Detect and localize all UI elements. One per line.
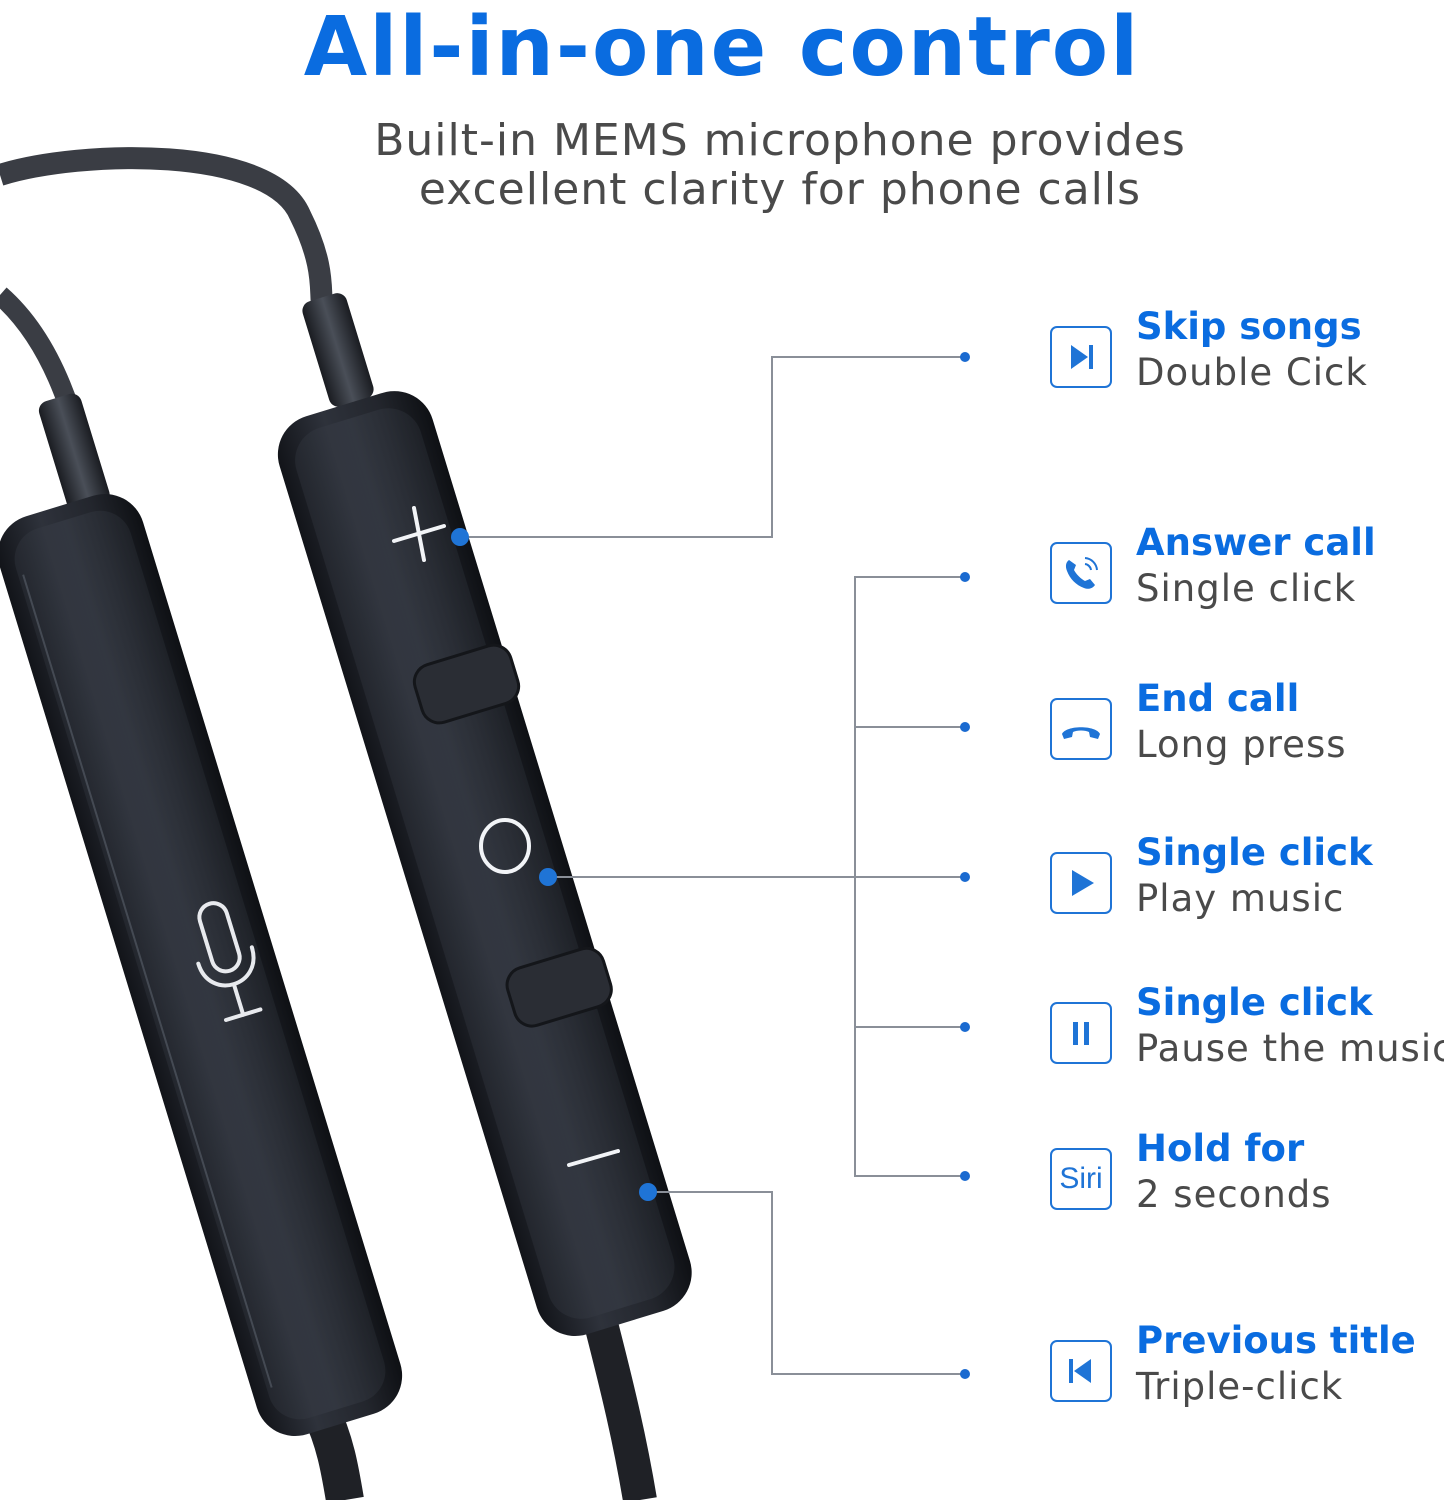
strain-relief-left [38, 393, 110, 512]
volume-up-button [392, 506, 446, 562]
feature-title: Previous title [1136, 1319, 1416, 1362]
button-divider-lower [505, 946, 613, 1028]
skip-forward-icon [1071, 345, 1093, 369]
feature-title: Single click [1136, 831, 1373, 874]
feature-title: Answer call [1136, 521, 1376, 564]
end-dot-5 [960, 1022, 970, 1032]
end-dot-2 [960, 572, 970, 582]
end-dot-4 [960, 872, 970, 882]
subtitle-line-1: Built-in MEMS microphone provides [374, 115, 1186, 166]
phone-call-icon [1065, 557, 1098, 589]
feature-play-music: Single click Play music [1050, 831, 1444, 952]
feature-desc: Play music [1136, 877, 1345, 920]
feature-pause-music: Single click Pause the music [1050, 981, 1444, 1102]
siri-icon: Siri [1059, 1162, 1103, 1195]
feature-desc: Pause the music [1136, 1027, 1444, 1070]
anchor-dot-plus [451, 528, 469, 546]
end-dot-7 [960, 1369, 970, 1379]
anchor-dot-minus [639, 1183, 657, 1201]
cable-left-top [0, 287, 80, 414]
feature-title: Hold for [1136, 1127, 1305, 1170]
hang-up-icon [1062, 727, 1100, 739]
headline: All-in-one control [303, 0, 1141, 95]
feature-desc: 2 seconds [1136, 1173, 1332, 1216]
button-divider-upper [412, 643, 521, 725]
feature-title: Single click [1136, 981, 1373, 1024]
feature-title: Skip songs [1136, 305, 1362, 348]
microphone-icon [196, 901, 263, 1022]
feature-desc: Triple-click [1136, 1365, 1344, 1408]
feature-desc: Long press [1136, 723, 1347, 766]
subtitle-line-2: excellent clarity for phone calls [418, 164, 1142, 215]
cable-bottom-right [583, 1315, 657, 1500]
skip-back-icon [1069, 1359, 1091, 1383]
play-icon [1072, 870, 1094, 896]
center-button [479, 818, 531, 874]
strain-relief-right [302, 293, 374, 407]
anchor-dot-center [539, 868, 557, 886]
leader-line-previous [648, 1191, 965, 1375]
feature-desc: Double Cick [1136, 351, 1368, 394]
end-dot-6 [960, 1171, 970, 1181]
pause-icon [1073, 1022, 1089, 1045]
volume-down-button [567, 1149, 620, 1167]
end-dot-1 [960, 352, 970, 362]
feature-title: End call [1136, 677, 1300, 720]
feature-desc: Single click [1136, 567, 1357, 610]
leader-line-skip-songs [460, 356, 965, 538]
feature-answer-call: Answer call Single click [1050, 521, 1444, 642]
feature-skip-songs: Skip songs Double Cick [1050, 305, 1444, 426]
feature-siri: Siri Hold for 2 seconds [1050, 1127, 1444, 1248]
feature-end-call: End call Long press [1050, 677, 1444, 798]
end-dot-3 [960, 722, 970, 732]
feature-previous-title: Previous title Triple-click [1050, 1319, 1444, 1440]
cable-top [0, 147, 333, 307]
leader-line-group [854, 576, 965, 1177]
